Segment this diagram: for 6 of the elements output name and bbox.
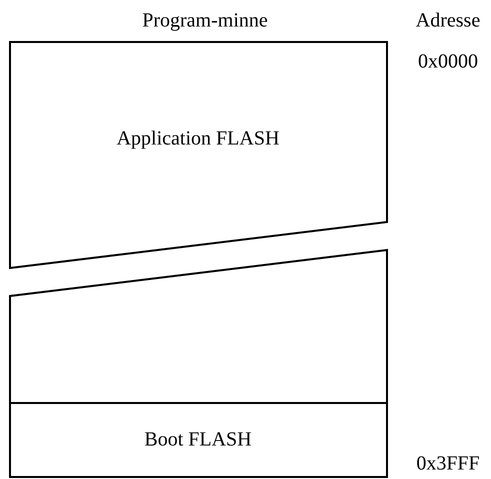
column-heading: Program-minne [142,10,268,32]
region-label: Application FLASH [116,128,280,150]
region-label: Boot FLASH [144,428,252,452]
address-label: 0x0000 [418,50,478,74]
column-heading: Adresse [416,10,480,32]
address-label: 0x3FFF [416,452,480,476]
